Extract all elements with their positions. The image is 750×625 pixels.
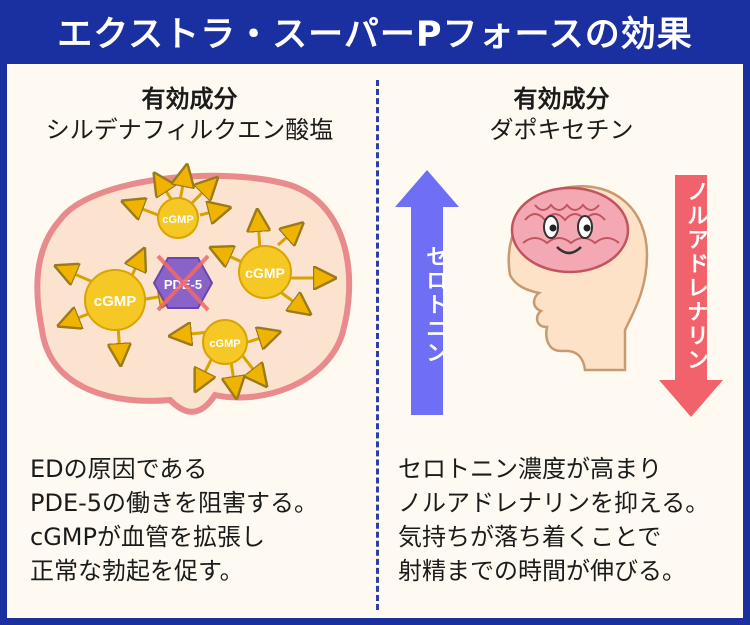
right-heading: 有効成分 — [513, 85, 610, 113]
description-line: PDE-5の働きを阻害する。 — [30, 489, 319, 517]
cgmp-molecule: cGMP — [238, 245, 292, 299]
pde5-enzyme: PDE-5 — [152, 254, 214, 312]
cgmp-molecule: cGMP — [202, 319, 248, 365]
serotonin-label: セロトニン — [422, 245, 447, 365]
block-cross — [156, 254, 210, 312]
description-line: 気持ちが落ち着くことで — [398, 523, 662, 551]
left-heading: 有効成分 — [141, 85, 238, 113]
cgmp-label: cGMP — [94, 293, 137, 310]
left-column-header: 有効成分 シルデナフィルクエン酸塩 — [7, 84, 372, 146]
cgmp-molecule: cGMP — [84, 269, 146, 331]
cgmp-label: cGMP — [245, 265, 285, 281]
cell-diagram: cGMP cGMP cGMP cGMP PDE-5 — [34, 160, 353, 415]
right-description: セロトニン濃度が高まり ノルアドレナリンを抑える。 気持ちが落ち着くことで 射精… — [398, 452, 743, 588]
description-line: cGMPが血管を拡張し — [30, 523, 265, 551]
description-line: 射精までの時間が伸びる。 — [398, 557, 686, 585]
brain-diagram — [395, 170, 723, 417]
cgmp-label: cGMP — [209, 338, 240, 350]
description-line: ノルアドレナリンを抑える。 — [398, 489, 710, 517]
column-divider — [376, 80, 379, 610]
description-line: セロトニン濃度が高まり — [398, 455, 662, 483]
brain-icon — [510, 186, 630, 274]
cgmp-molecule: cGMP — [157, 197, 199, 239]
left-description: EDの原因である PDE-5の働きを阻害する。 cGMPが血管を拡張し 正常な勃… — [30, 452, 375, 588]
noradrenaline-label: ノルアドレナリン — [683, 180, 708, 372]
cgmp-label: cGMP — [162, 214, 193, 226]
right-ingredient: ダポキセチン — [489, 116, 634, 144]
noradrenaline-down-arrow — [659, 175, 723, 417]
description-line: EDの原因である — [30, 455, 208, 483]
right-column-header: 有効成分 ダポキセチン — [380, 84, 743, 146]
left-ingredient: シルデナフィルクエン酸塩 — [45, 116, 334, 144]
page-title: エクストラ・スーパーPフォースの効果 — [57, 14, 693, 55]
serotonin-up-arrow — [395, 170, 459, 415]
description-line: 正常な勃起を促す。 — [30, 557, 244, 585]
